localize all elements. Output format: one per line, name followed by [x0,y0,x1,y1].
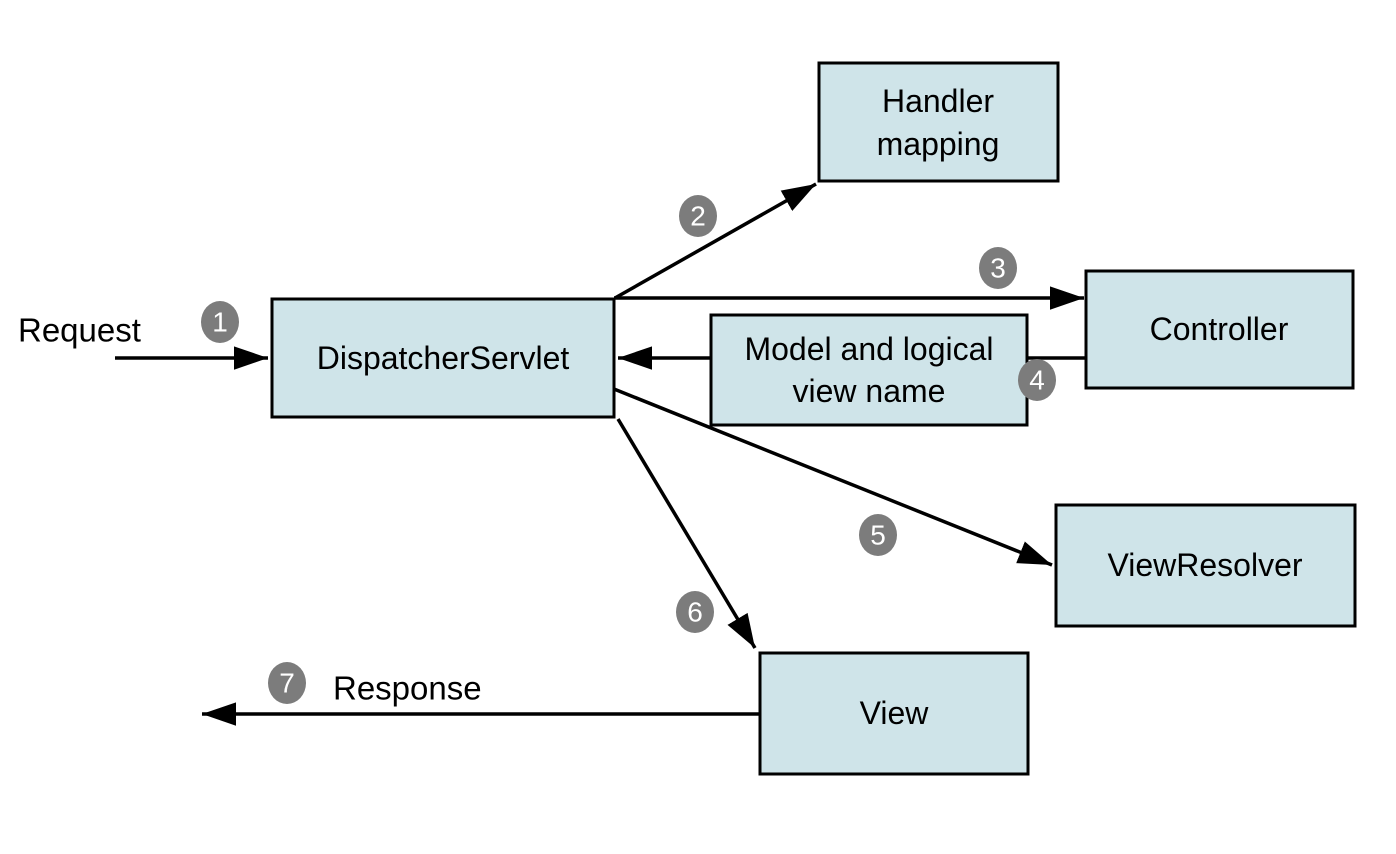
response-label: Response [333,670,482,707]
step-badge-5-number: 5 [870,520,886,551]
node-view-resolver: ViewResolver [1054,503,1357,628]
step-badge-4: 4 [1018,359,1056,401]
arrow-step6-dispatcher-to-view [616,418,757,649]
step-badge-2-number: 2 [690,201,706,232]
step-badge-3-number: 3 [990,253,1006,284]
node-view-resolver-label: ViewResolver [1107,547,1302,583]
step-badge-7-number: 7 [279,668,295,699]
step-badge-1-circle [201,301,239,343]
node-model-label-line2: view name [793,373,946,409]
arrow-step5-dispatcher-to-viewresolver [613,387,1053,567]
node-view: View [758,651,1030,776]
step-badge-6: 6 [676,591,714,633]
arrow-step2-dispatcher-to-handler-mapping [614,182,817,300]
node-handler-mapping-label-line1: Handler [882,83,994,119]
step-badge-7: 7 [268,662,306,704]
step-badge-6-circle [676,591,714,633]
node-model-and-logical-view-name: Model and logical view name [709,313,1029,427]
step-badge-4-circle [1018,359,1056,401]
step-badge-6-number: 6 [687,597,703,628]
node-controller-box [1084,269,1355,390]
step-badge-2: 2 [679,195,717,237]
node-model-label-line1: Model and logical [744,331,993,367]
node-dispatcher-servlet: DispatcherServlet [270,297,616,419]
node-view-resolver-box [1054,503,1357,628]
step-badge-3-circle [979,247,1017,289]
node-dispatcher-servlet-label: DispatcherServlet [317,340,570,376]
node-view-box [758,651,1030,776]
node-controller-label: Controller [1150,311,1289,347]
step-badge-7-circle [268,662,306,704]
step-badge-2-circle [679,195,717,237]
step-badge-1-number: 1 [212,307,228,338]
node-handler-mapping-label-line2: mapping [877,126,1000,162]
step-badge-1: 1 [201,301,239,343]
node-view-label: View [860,695,930,731]
node-model-and-logical-view-name-box [709,313,1029,427]
step-badge-5: 5 [859,514,897,556]
request-label: Request [18,312,141,349]
step-badge-4-number: 4 [1029,365,1045,396]
step-badge-3: 3 [979,247,1017,289]
node-dispatcher-servlet-box [270,297,616,419]
node-handler-mapping: Handler mapping [817,61,1060,183]
step-badge-5-circle [859,514,897,556]
node-controller: Controller [1084,269,1355,390]
node-handler-mapping-box [817,61,1060,183]
